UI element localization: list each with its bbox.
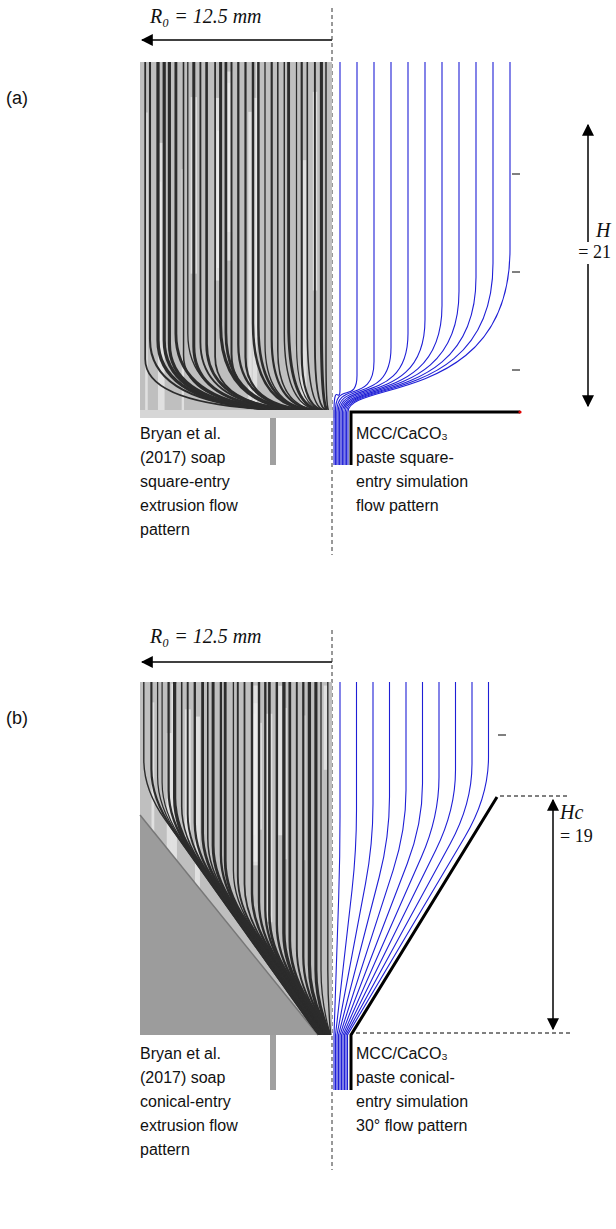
streamline xyxy=(343,682,439,1090)
radius-arrow xyxy=(142,661,332,663)
photo-streak xyxy=(302,62,322,410)
dimension-label: R₀ = 12.5 mm xyxy=(150,4,262,28)
dimension-label-holder: R₀ = 12.5 mm xyxy=(150,624,262,648)
streamline xyxy=(346,682,472,1090)
photo-streaks xyxy=(144,682,331,1035)
figure-caption-holder: Bryan et al. (2017) soap square-entry ex… xyxy=(140,422,244,542)
photo-streak xyxy=(246,62,308,410)
radius-arrow xyxy=(142,39,332,41)
axis-tick xyxy=(498,735,506,736)
photo-streak xyxy=(326,62,328,410)
streamline xyxy=(341,62,425,465)
figure-caption: Bryan et al. (2017) soap square-entry ex… xyxy=(140,422,244,542)
die-bar xyxy=(270,1035,276,1090)
photo-ground xyxy=(140,682,332,1035)
panel-letter-holder: (b) xyxy=(6,708,28,730)
streamline xyxy=(345,62,476,465)
panel-letter-holder: (a) xyxy=(6,88,28,110)
light-strip xyxy=(324,686,328,770)
wall-end-dot xyxy=(518,410,521,413)
streamline xyxy=(347,62,493,465)
dimension-value-holder: = 21 xyxy=(577,242,612,264)
sim-streamlines xyxy=(334,62,510,465)
streamline xyxy=(348,682,489,1090)
dimension-label-holder: R₀ = 12.5 mm xyxy=(150,4,262,28)
dimension-symbol: Hc xyxy=(560,800,583,824)
figure-caption: MCC/CaCO₃ paste conical-entry simulation… xyxy=(356,1042,476,1138)
height-arrow xyxy=(587,125,589,406)
extension-line xyxy=(500,796,570,797)
die-bar xyxy=(270,418,276,465)
figure-caption-holder: MCC/CaCO₃ paste square-entry simulation … xyxy=(356,422,476,518)
sim-streamlines xyxy=(334,682,489,1090)
dimension-symbol: H xyxy=(596,218,610,242)
dimension-value: = 21 xyxy=(577,242,612,264)
photo-streak xyxy=(309,682,329,1035)
height-arrow xyxy=(552,800,554,1029)
photo-streak xyxy=(297,682,329,1035)
photo-streak xyxy=(321,682,330,1035)
photo-streak xyxy=(232,62,304,410)
photo-streak xyxy=(316,682,330,1035)
dimension-value-holder: = 19 xyxy=(560,826,593,848)
photo-streaks xyxy=(145,62,328,410)
dimension-symbol-holder: Hc xyxy=(560,800,583,824)
light-strip xyxy=(248,112,251,400)
streamline xyxy=(345,682,456,1090)
figure-caption-holder: Bryan et al. (2017) soap conical-entry e… xyxy=(140,1042,244,1162)
streamline xyxy=(348,62,510,465)
figure-caption: Bryan et al. (2017) soap conical-entry e… xyxy=(140,1042,244,1162)
figure-caption: MCC/CaCO₃ paste square-entry simulation … xyxy=(356,422,476,518)
streamline xyxy=(342,62,442,465)
die-base xyxy=(140,410,335,418)
axis-ticks xyxy=(512,174,520,370)
dimension-label: R₀ = 12.5 mm xyxy=(150,624,262,648)
photo-streak xyxy=(303,682,329,1035)
cone-wall-region xyxy=(140,815,318,1035)
panel-letter: (b) xyxy=(6,708,28,730)
extension-line xyxy=(356,1033,570,1034)
panel-letter: (a) xyxy=(6,88,28,110)
dimension-symbol-holder: H xyxy=(596,218,610,242)
cone-edge xyxy=(140,815,318,1035)
dimension-value: = 19 xyxy=(560,826,593,848)
photo-streak xyxy=(328,682,331,1035)
streamline xyxy=(334,682,340,1090)
figure-caption-holder: MCC/CaCO₃ paste conical-entry simulation… xyxy=(356,1042,476,1138)
streamline xyxy=(344,62,459,465)
